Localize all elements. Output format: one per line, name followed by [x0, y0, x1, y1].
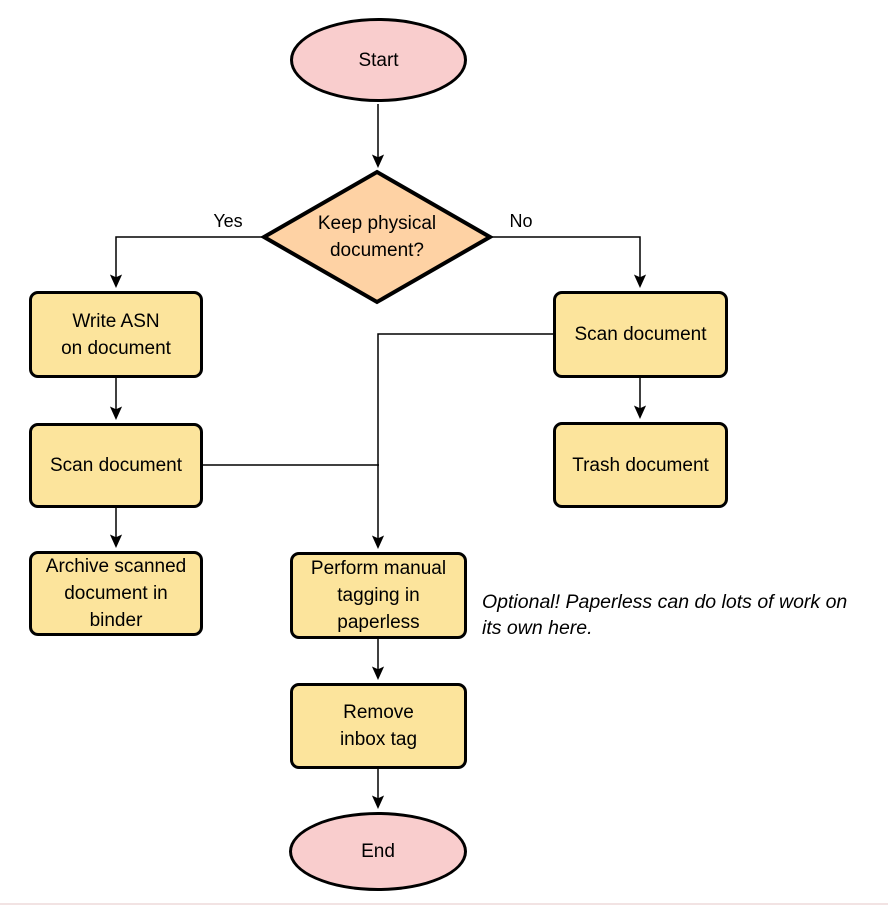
node-end: End: [289, 812, 467, 891]
node-trash-document: Trash document: [553, 422, 728, 508]
decision-diamond-shape: [259, 169, 495, 305]
node-archive-binder: Archive scanned document in binder: [29, 551, 203, 636]
node-write-asn: Write ASN on document: [29, 291, 203, 378]
node-manual-tagging: Perform manual tagging in paperless: [290, 552, 467, 639]
edge-label-yes: Yes: [213, 211, 243, 231]
node-remove-inbox-tag: Remove inbox tag: [290, 683, 467, 769]
node-start: Start: [290, 18, 467, 102]
annotation-note: Optional! Paperless can do lots of work …: [482, 591, 848, 639]
edge-scan-right-to-tagging: [371, 333, 553, 550]
bottom-divider: [0, 903, 888, 905]
edge-decision-no-to-scan-right: [490, 236, 647, 289]
edge-label-no: No: [509, 211, 533, 231]
edge-decision-yes-to-write-asn: [109, 236, 264, 289]
node-scan-document-right: Scan document: [553, 291, 728, 378]
node-scan-document-left: Scan document: [29, 423, 203, 508]
node-decision-label: Keep physical document?: [317, 213, 437, 261]
